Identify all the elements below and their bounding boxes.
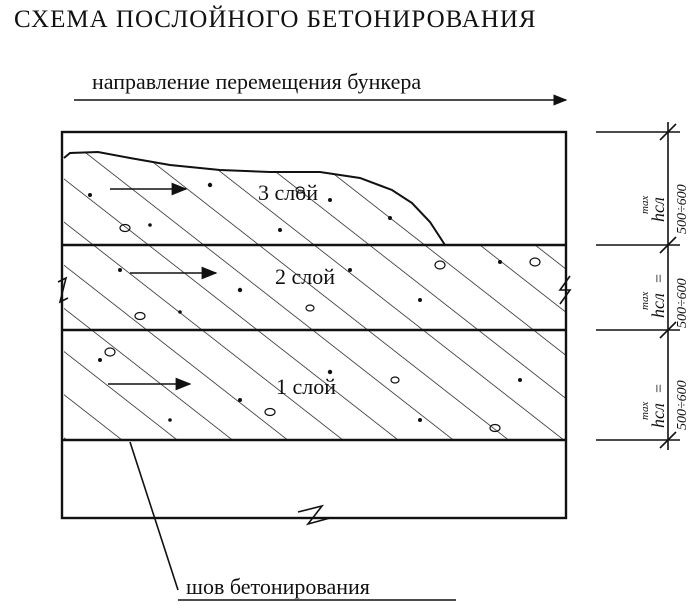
svg-text:hсл: hсл [648, 197, 668, 222]
direction-label: направление перемещения бункера [92, 69, 421, 94]
diagram-title: СХЕМА ПОСЛОЙНОГО БЕТОНИРОВАНИЯ [14, 5, 537, 33]
seam-label: шов бетонирования [186, 574, 370, 599]
layer-2-label: 2 слой [275, 264, 335, 289]
svg-text:=: = [651, 273, 668, 284]
layer-3-surface [63, 150, 446, 246]
aggregate-stones [104, 186, 541, 433]
break-mark-right [558, 275, 572, 305]
break-mark-bottom [297, 504, 331, 526]
dimension-layer-2: hсл max = [639, 273, 668, 318]
layer-3-label: 3 слой [258, 180, 318, 205]
layer-2-fill [64, 245, 566, 330]
dimension-layer-1: hсл max = [639, 383, 668, 428]
formwork-outline [60, 130, 568, 520]
dimension-value-layer-2: 500÷600 [675, 278, 690, 328]
dimension-value-layer-1: 500÷600 [675, 380, 690, 430]
svg-text:max: max [639, 196, 651, 214]
svg-text:=: = [651, 383, 668, 394]
seam-leader [129, 441, 179, 591]
dimension-layer-3: hсл max [639, 196, 668, 222]
layer-1-fill [64, 330, 566, 440]
aggregate-specks [88, 182, 522, 422]
svg-text:hсл: hсл [648, 293, 668, 318]
svg-text:max: max [639, 402, 651, 420]
break-mark-left [57, 276, 69, 304]
dimension-chain [596, 122, 680, 450]
svg-text:hсл: hсл [648, 403, 668, 428]
layer-1-label: 1 слой [276, 374, 336, 399]
dimension-value-layer-3: 500÷600 [675, 184, 690, 234]
svg-text:max: max [639, 292, 651, 310]
